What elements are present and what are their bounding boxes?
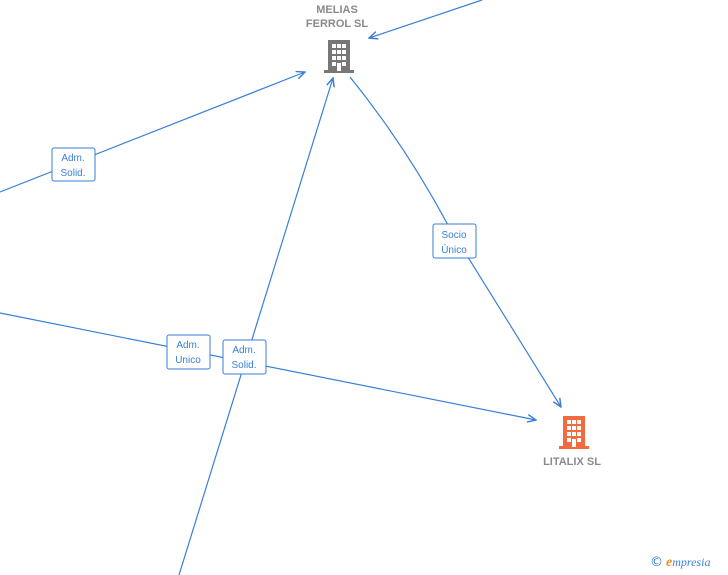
company-label-litalix[interactable]: LITALIX SL bbox=[543, 456, 601, 468]
edge-label-adm-solid-center[interactable]: Adm. Solid. bbox=[222, 339, 267, 375]
edge-label-adm-unico[interactable]: Adm. Unico bbox=[166, 334, 211, 370]
building-icon[interactable] bbox=[559, 416, 589, 449]
edge-adm-solid-left[interactable] bbox=[0, 72, 305, 193]
building-icon[interactable] bbox=[324, 40, 354, 73]
company-label-melias-ferrol[interactable]: MELIAS FERROL SL bbox=[305, 4, 369, 30]
edge-adm-solid-center[interactable] bbox=[178, 78, 333, 575]
edge-label-line-1: Socio bbox=[441, 230, 466, 241]
edge-label-line-1: Adm. bbox=[61, 153, 84, 164]
edge-label-line-2: Unico bbox=[175, 355, 201, 366]
edge-label-socio-unico[interactable]: Socio Único bbox=[432, 223, 477, 259]
edge-label-line-2: Solid. bbox=[60, 168, 85, 179]
edge-adm-unico[interactable] bbox=[0, 312, 536, 420]
edge-top-to-melias[interactable] bbox=[369, 0, 483, 38]
edge-label-line-2: Único bbox=[441, 243, 467, 256]
edge-socio-unico[interactable] bbox=[349, 76, 561, 407]
brand-name: mpresia bbox=[672, 555, 711, 569]
copyright-icon: © bbox=[650, 555, 663, 570]
empresia-watermark: ©empresia bbox=[650, 555, 710, 571]
edge-label-line-1: Adm. bbox=[176, 340, 199, 351]
edge-label-line-1: Adm. bbox=[232, 345, 255, 356]
edge-label-line-2: Solid. bbox=[231, 360, 256, 371]
brand-initial: e bbox=[666, 555, 673, 570]
edge-label-adm-solid-left[interactable]: Adm. Solid. bbox=[51, 147, 96, 182]
